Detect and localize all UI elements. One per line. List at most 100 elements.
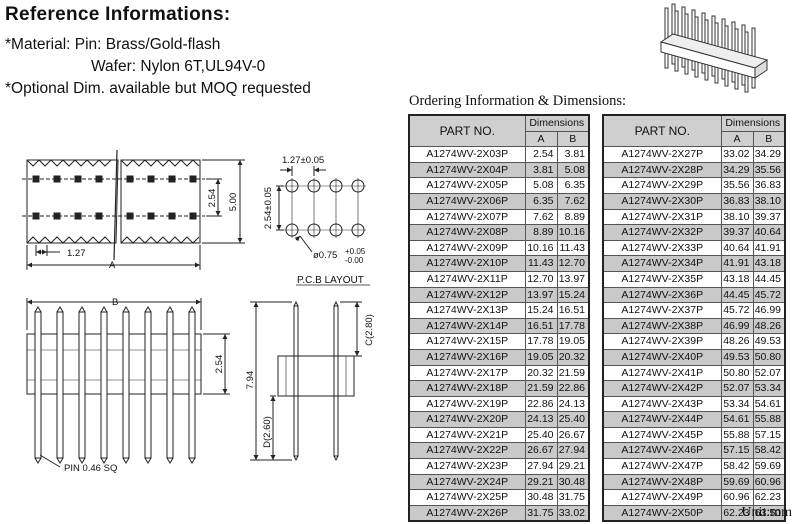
dim-b-header: B	[752, 130, 786, 148]
part-number-cell: A1274WV-2X29P	[602, 177, 722, 194]
part-no-header: PART NO.	[602, 114, 722, 148]
dim-127: 1.27	[67, 248, 86, 259]
dim-a-cell: 45.72	[720, 302, 754, 319]
part-number-cell: A1274WV-2X36P	[602, 286, 722, 304]
part-number-cell: A1274WV-2X33P	[602, 239, 722, 257]
dim-b-cell: 20.32	[556, 348, 590, 366]
dim-a-cell: 55.88	[720, 426, 754, 444]
hole-tol-minus: -0.00	[345, 256, 364, 265]
part-number-cell: A1274WV-2X06P	[408, 192, 526, 210]
part-number-cell: A1274WV-2X41P	[602, 364, 722, 382]
dim-b-cell: 6.35	[556, 177, 590, 194]
dim-a-cell: 54.61	[720, 411, 754, 428]
header-connector-illustration	[659, 3, 769, 93]
dim-b-cell: 50.80	[752, 348, 786, 366]
dim-b-cell: 44.45	[752, 270, 786, 288]
dim-a-cell: 59.69	[720, 473, 754, 491]
reference-title: Reference Informations:	[5, 4, 231, 25]
ordering-title: Ordering Information & Dimensions:	[409, 93, 627, 109]
dim-b-cell: 7.62	[556, 192, 590, 210]
dim-a-cell: 5.08	[524, 177, 558, 194]
pin-square	[53, 175, 61, 183]
dim-a-cell: 2.54	[524, 146, 558, 163]
dim-b-cell: 39.37	[752, 208, 786, 226]
dim-b-cell: 36.83	[752, 177, 786, 194]
dim-a-cell: 31.75	[524, 504, 558, 522]
pin-square	[168, 175, 176, 183]
pin-square	[95, 212, 103, 220]
part-number-cell: A1274WV-2X35P	[602, 270, 722, 288]
dim-b-cell: 53.34	[752, 380, 786, 397]
pin-square	[74, 175, 82, 183]
dim-a-cell: 20.32	[524, 364, 558, 382]
dim-b-cell: 59.69	[752, 458, 786, 475]
dim-b-cell: 35.56	[752, 161, 786, 179]
pin-square	[189, 175, 197, 183]
dim-a-cell: 30.48	[524, 489, 558, 506]
part-number-cell: A1274WV-2X24P	[408, 473, 526, 491]
part-number-cell: A1274WV-2X20P	[408, 411, 526, 428]
dim-b-cell: 3.81	[556, 146, 590, 163]
dim-a-cell: 46.99	[720, 317, 754, 335]
dim-b-cell: 40.64	[752, 224, 786, 241]
dim-a-cell: 38.10	[720, 208, 754, 226]
part-number-cell: A1274WV-2X44P	[602, 411, 722, 428]
dim-b-cell: 21.59	[556, 364, 590, 382]
front-pin	[166, 306, 174, 464]
part-number-cell: A1274WV-2X50P	[602, 504, 722, 522]
dim-b-cell: 26.67	[556, 426, 590, 444]
front-pin	[78, 306, 86, 464]
part-number-cell: A1274WV-2X37P	[602, 302, 722, 319]
pin-square	[168, 212, 176, 220]
part-number-cell: A1274WV-2X18P	[408, 380, 526, 397]
part-number-cell: A1274WV-2X48P	[602, 473, 722, 491]
dim-b-cell: 11.43	[556, 239, 590, 257]
part-number-cell: A1274WV-2X43P	[602, 395, 722, 413]
part-number-cell: A1274WV-2X42P	[602, 380, 722, 397]
dimensions-header: Dimensions	[524, 114, 590, 132]
dim-b-cell: 38.10	[752, 192, 786, 210]
part-number-cell: A1274WV-2X09P	[408, 239, 526, 257]
dim-a-cell: 53.34	[720, 395, 754, 413]
front-pin	[122, 306, 130, 464]
dim-b-cell: 46.99	[752, 302, 786, 319]
dim-a-cell: 22.86	[524, 395, 558, 413]
part-number-cell: A1274WV-2X10P	[408, 255, 526, 272]
dim-a-cell: 39.37	[720, 224, 754, 241]
pin-square	[53, 212, 61, 220]
dim-a-cell: 25.40	[524, 426, 558, 444]
dim-b-cell: 45.72	[752, 286, 786, 304]
part-number-cell: A1274WV-2X40P	[602, 348, 722, 366]
dimensions-header: Dimensions	[720, 114, 786, 132]
dim-b-cell: 27.94	[556, 442, 590, 460]
part-number-cell: A1274WV-2X39P	[602, 333, 722, 350]
dim-b-cell: 30.48	[556, 473, 590, 491]
pin-square	[32, 212, 40, 220]
part-number-cell: A1274WV-2X15P	[408, 333, 526, 350]
dim-a-cell: 49.53	[720, 348, 754, 366]
dim-a-cell: 41.91	[720, 255, 754, 272]
dim-b-cell: 8.89	[556, 208, 590, 226]
dim-b-cell: 54.61	[752, 395, 786, 413]
dim-a-cell: 27.94	[524, 458, 558, 475]
part-number-cell: A1274WV-2X27P	[602, 146, 722, 163]
